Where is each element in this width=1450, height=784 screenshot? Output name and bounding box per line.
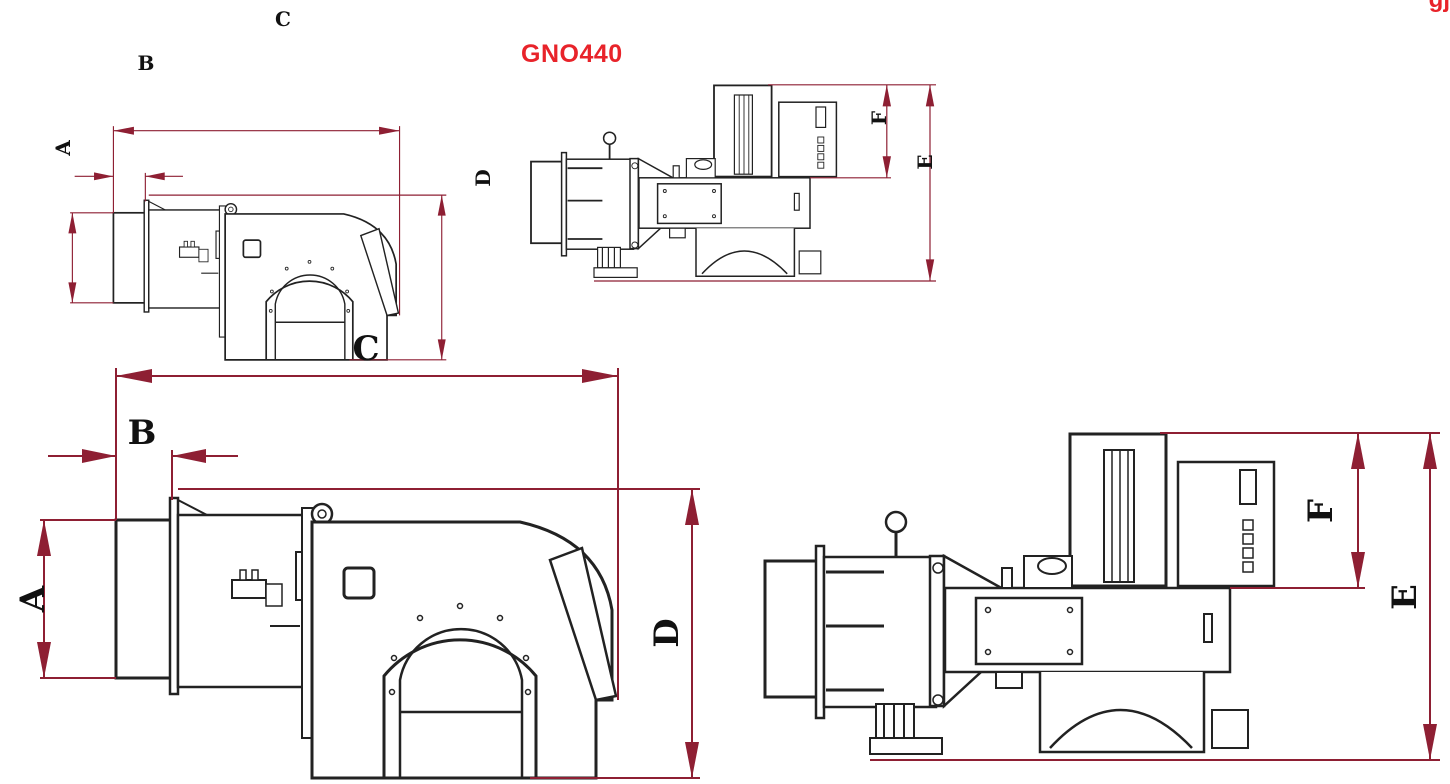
- brand-logo-fragment: gj: [1429, 0, 1450, 14]
- side-view-large: [763, 431, 1442, 762]
- dim-label-e: E: [1385, 584, 1425, 610]
- dim-label-d-small: D: [471, 169, 495, 186]
- front-view-small: [67, 125, 448, 361]
- dim-label-d: D: [647, 618, 687, 647]
- dim-label-b-small: B: [138, 51, 155, 75]
- dim-label-c: C: [352, 329, 379, 369]
- dim-label-e-small: E: [913, 154, 937, 169]
- dim-label-f: F: [1301, 499, 1341, 523]
- dim-label-b: B: [128, 413, 157, 453]
- dim-label-a: A: [13, 585, 53, 613]
- dim-label-a-small: A: [51, 140, 75, 157]
- model-title: GNO440: [521, 40, 623, 68]
- dim-label-c-small: C: [275, 7, 291, 31]
- dim-label-f-small: F: [867, 111, 891, 125]
